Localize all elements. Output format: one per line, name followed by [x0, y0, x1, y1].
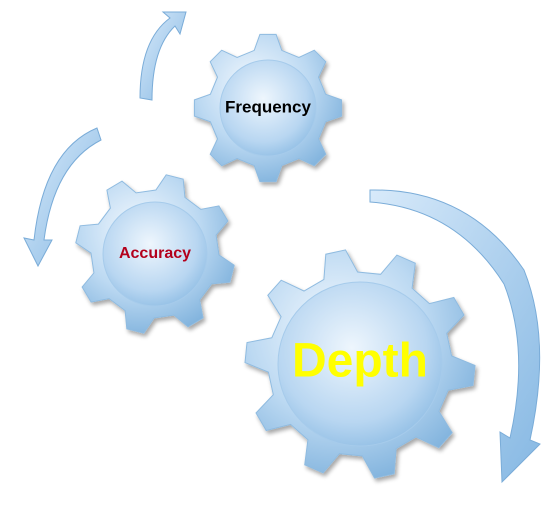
gear-frequency: Frequency [193, 33, 343, 183]
gear-depth: Depth [244, 249, 476, 479]
gear-accuracy-label: Accuracy [119, 245, 191, 262]
gear-frequency-hub [219, 59, 317, 157]
arrow-top-left [139, 11, 187, 101]
gear-frequency-label: Frequency [225, 97, 312, 116]
arrow-left [23, 127, 102, 268]
gear-accuracy-hub [102, 201, 208, 307]
gear-depth-hub [277, 281, 443, 447]
gear-depth-label: Depth [292, 335, 428, 388]
gear-accuracy: Accuracy [75, 174, 235, 334]
arrow-right [369, 189, 541, 484]
